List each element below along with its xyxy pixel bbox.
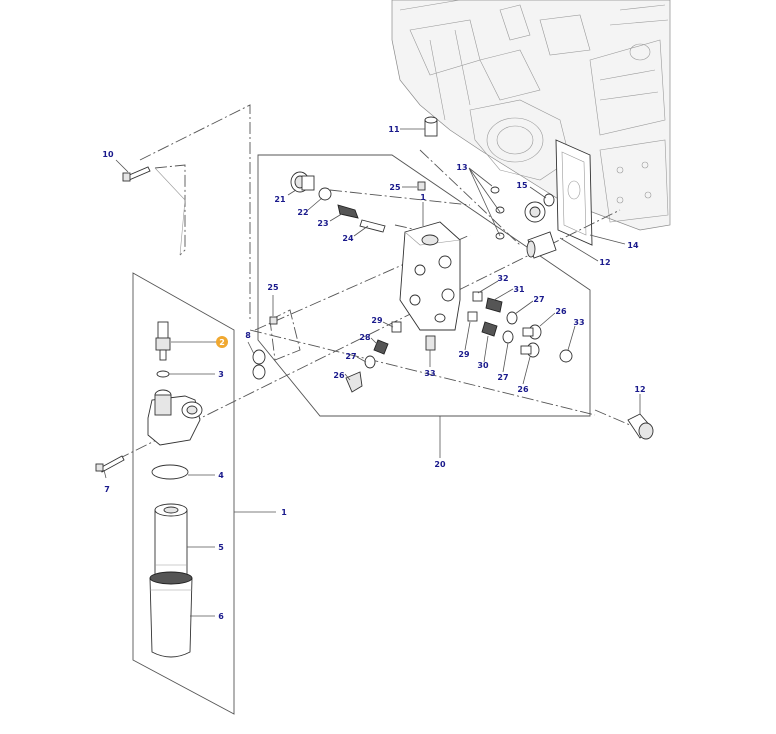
callout-1-filter[interactable]: 1 (281, 508, 287, 517)
bolt-10 (122, 166, 151, 182)
callout-26-right-top[interactable]: 26 (555, 307, 567, 316)
spring-28 (373, 339, 389, 355)
callout-29-right[interactable]: 29 (458, 350, 470, 359)
fitting-11 (424, 116, 438, 137)
valve-assembly-frame (257, 154, 591, 417)
sensor-2 (155, 321, 171, 361)
callout-10[interactable]: 10 (102, 150, 114, 159)
callout-22[interactable]: 22 (297, 208, 308, 217)
bolt-7 (95, 455, 125, 473)
phantom-outline (139, 104, 301, 361)
callout-33-right[interactable]: 33 (573, 318, 584, 327)
callout-21[interactable]: 21 (274, 195, 286, 204)
callout-27-right-bottom[interactable]: 27 (497, 373, 508, 382)
callout-11[interactable]: 11 (388, 125, 400, 134)
plug-25-left (269, 316, 278, 325)
o-ring-15 (543, 193, 555, 207)
spring-23 (337, 204, 359, 219)
callout-23[interactable]: 23 (317, 219, 328, 228)
callout-30[interactable]: 30 (477, 361, 489, 370)
gasket-14 (555, 139, 593, 246)
callout-31[interactable]: 31 (513, 285, 525, 294)
callout-2[interactable]: 2 (219, 338, 225, 347)
filter-head (147, 389, 203, 446)
callout-25-top[interactable]: 25 (389, 183, 401, 192)
callout-32[interactable]: 32 (497, 274, 508, 283)
callout-20[interactable]: 20 (434, 460, 446, 469)
valve-spool-24 (359, 219, 386, 233)
leader-lines (103, 128, 641, 617)
pistons-29 (391, 311, 478, 333)
cap-21 (290, 171, 315, 193)
plug-33-center (425, 335, 436, 351)
callout-26-left[interactable]: 26 (333, 371, 345, 380)
callout-1-valve[interactable]: 1 (420, 193, 426, 202)
o-rings-8 (252, 349, 266, 380)
valve-block-1 (399, 221, 461, 331)
o-ring-22 (318, 187, 332, 201)
plug-12-right (627, 413, 654, 440)
spring-31 (485, 297, 503, 313)
o-ring-3 (156, 370, 170, 378)
callout-27-left[interactable]: 27 (345, 352, 356, 361)
callout-7[interactable]: 7 (104, 485, 110, 494)
callout-12-right[interactable]: 12 (634, 385, 645, 394)
plug-26-left (345, 371, 363, 393)
plug-33-right (559, 349, 573, 363)
plug-26-right-top (522, 324, 542, 340)
callouts: 1 1 2 3 4 5 6 7 8 10 11 12 12 13 14 15 2… (102, 125, 645, 621)
o-ring-4 (151, 464, 189, 480)
plug-12-top (524, 201, 546, 223)
o-rings-27 (364, 311, 518, 369)
callout-8[interactable]: 8 (245, 331, 251, 340)
callout-27-right-top[interactable]: 27 (533, 295, 544, 304)
callout-3[interactable]: 3 (218, 370, 224, 379)
spring-30 (481, 321, 498, 337)
filter-bowl-6 (149, 571, 193, 658)
callout-24[interactable]: 24 (342, 234, 354, 243)
piston-32 (472, 291, 483, 302)
callout-6[interactable]: 6 (218, 612, 224, 621)
callout-14[interactable]: 14 (627, 241, 639, 250)
plug-26-right-bottom (520, 342, 540, 358)
engine-housing-background (391, 0, 671, 231)
callout-5[interactable]: 5 (218, 543, 224, 552)
callout-12-top[interactable]: 12 (599, 258, 610, 267)
filter-assembly-frame (132, 272, 235, 715)
callout-13[interactable]: 13 (456, 163, 467, 172)
callout-26-right-bottom[interactable]: 26 (517, 385, 529, 394)
filter-element-5 (154, 503, 188, 576)
callout-25-left[interactable]: 25 (267, 283, 279, 292)
callout-4[interactable]: 4 (218, 471, 224, 480)
callout-33-center[interactable]: 33 (424, 369, 435, 378)
callout-2-highlight[interactable] (216, 336, 228, 348)
plug-25-top (417, 181, 426, 191)
sleeve-part (526, 231, 557, 259)
callout-28[interactable]: 28 (359, 333, 371, 342)
callout-29-left[interactable]: 29 (371, 316, 383, 325)
callout-15[interactable]: 15 (516, 181, 528, 190)
